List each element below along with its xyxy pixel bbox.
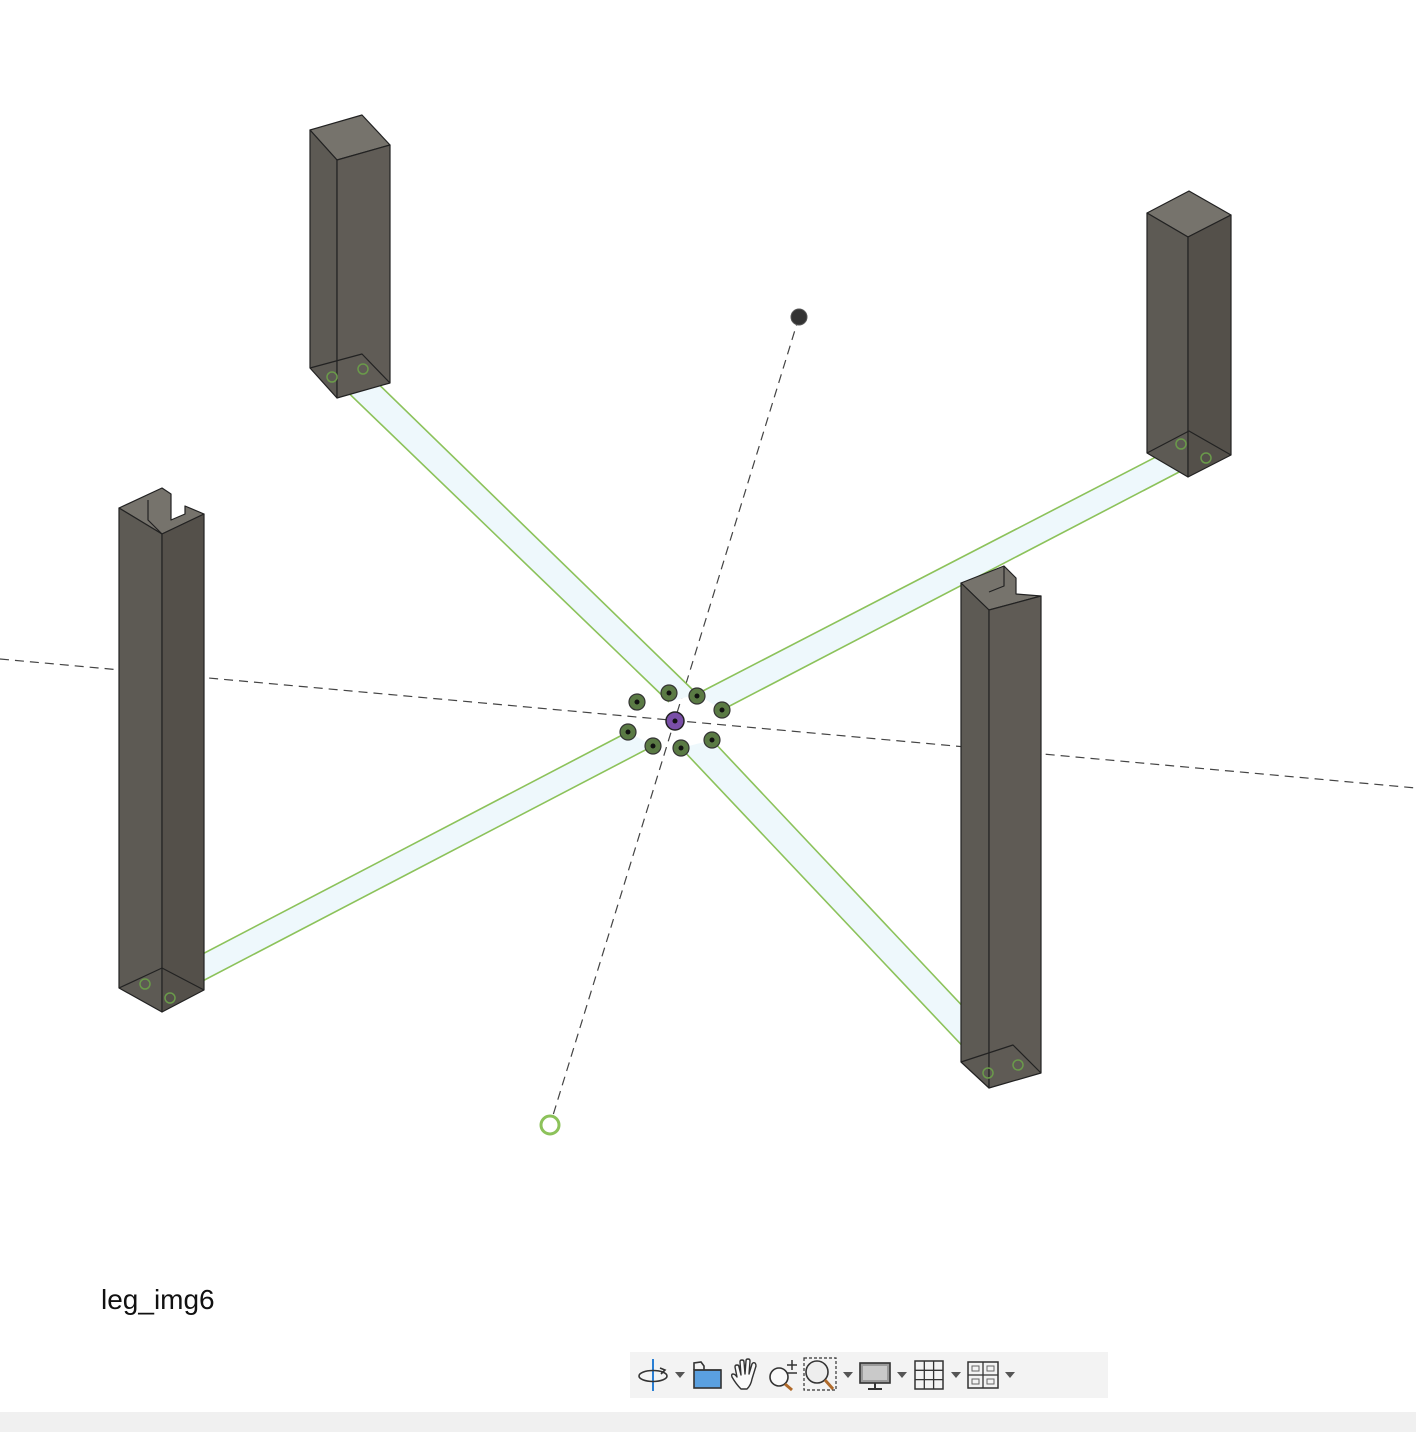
origin-point[interactable]	[665, 711, 685, 731]
pan-button[interactable]	[726, 1355, 764, 1395]
chevron-down-icon[interactable]	[948, 1355, 964, 1395]
look-at-button[interactable]	[688, 1355, 726, 1395]
orbit-icon	[634, 1355, 672, 1395]
leg-top-left[interactable]	[309, 114, 391, 399]
design-label: leg_img6	[101, 1284, 215, 1315]
look-at-icon	[688, 1355, 726, 1395]
grid-settings-button[interactable]	[910, 1355, 964, 1395]
fit-window-button[interactable]	[802, 1355, 856, 1395]
display-settings-icon	[856, 1355, 894, 1395]
beam-top-left[interactable]	[331, 368, 698, 703]
pan-icon	[726, 1355, 764, 1395]
zoom-button[interactable]	[764, 1355, 802, 1395]
zoom-icon	[764, 1355, 802, 1395]
leg-top-right[interactable]	[1146, 190, 1232, 478]
axis-endpoint-top[interactable]	[790, 308, 808, 326]
beam-top-right[interactable]	[696, 443, 1207, 711]
viewports-button[interactable]	[964, 1355, 1018, 1395]
display-settings-button[interactable]	[856, 1355, 910, 1395]
chevron-down-icon[interactable]	[894, 1355, 910, 1395]
chevron-down-icon[interactable]	[840, 1355, 856, 1395]
viewports-icon	[964, 1355, 1002, 1395]
leg-bottom-right[interactable]	[960, 565, 1042, 1089]
grid-settings-icon	[910, 1355, 948, 1395]
leg-bottom-left[interactable]	[118, 487, 205, 1013]
beam-bottom-left[interactable]	[144, 731, 654, 999]
axis-endpoint-bottom[interactable]	[539, 1114, 561, 1136]
chevron-down-icon[interactable]	[672, 1355, 688, 1395]
orbit-button[interactable]	[634, 1355, 688, 1395]
chevron-down-icon[interactable]	[1002, 1355, 1018, 1395]
joint-points-center[interactable]	[619, 684, 731, 757]
axis-line-horizontal	[0, 658, 1416, 789]
status-bar	[0, 1412, 1416, 1432]
navigation-toolbar	[630, 1352, 1108, 1398]
fit-window-icon	[802, 1355, 840, 1395]
joint-points-leg-ends[interactable]	[139, 363, 1212, 1079]
